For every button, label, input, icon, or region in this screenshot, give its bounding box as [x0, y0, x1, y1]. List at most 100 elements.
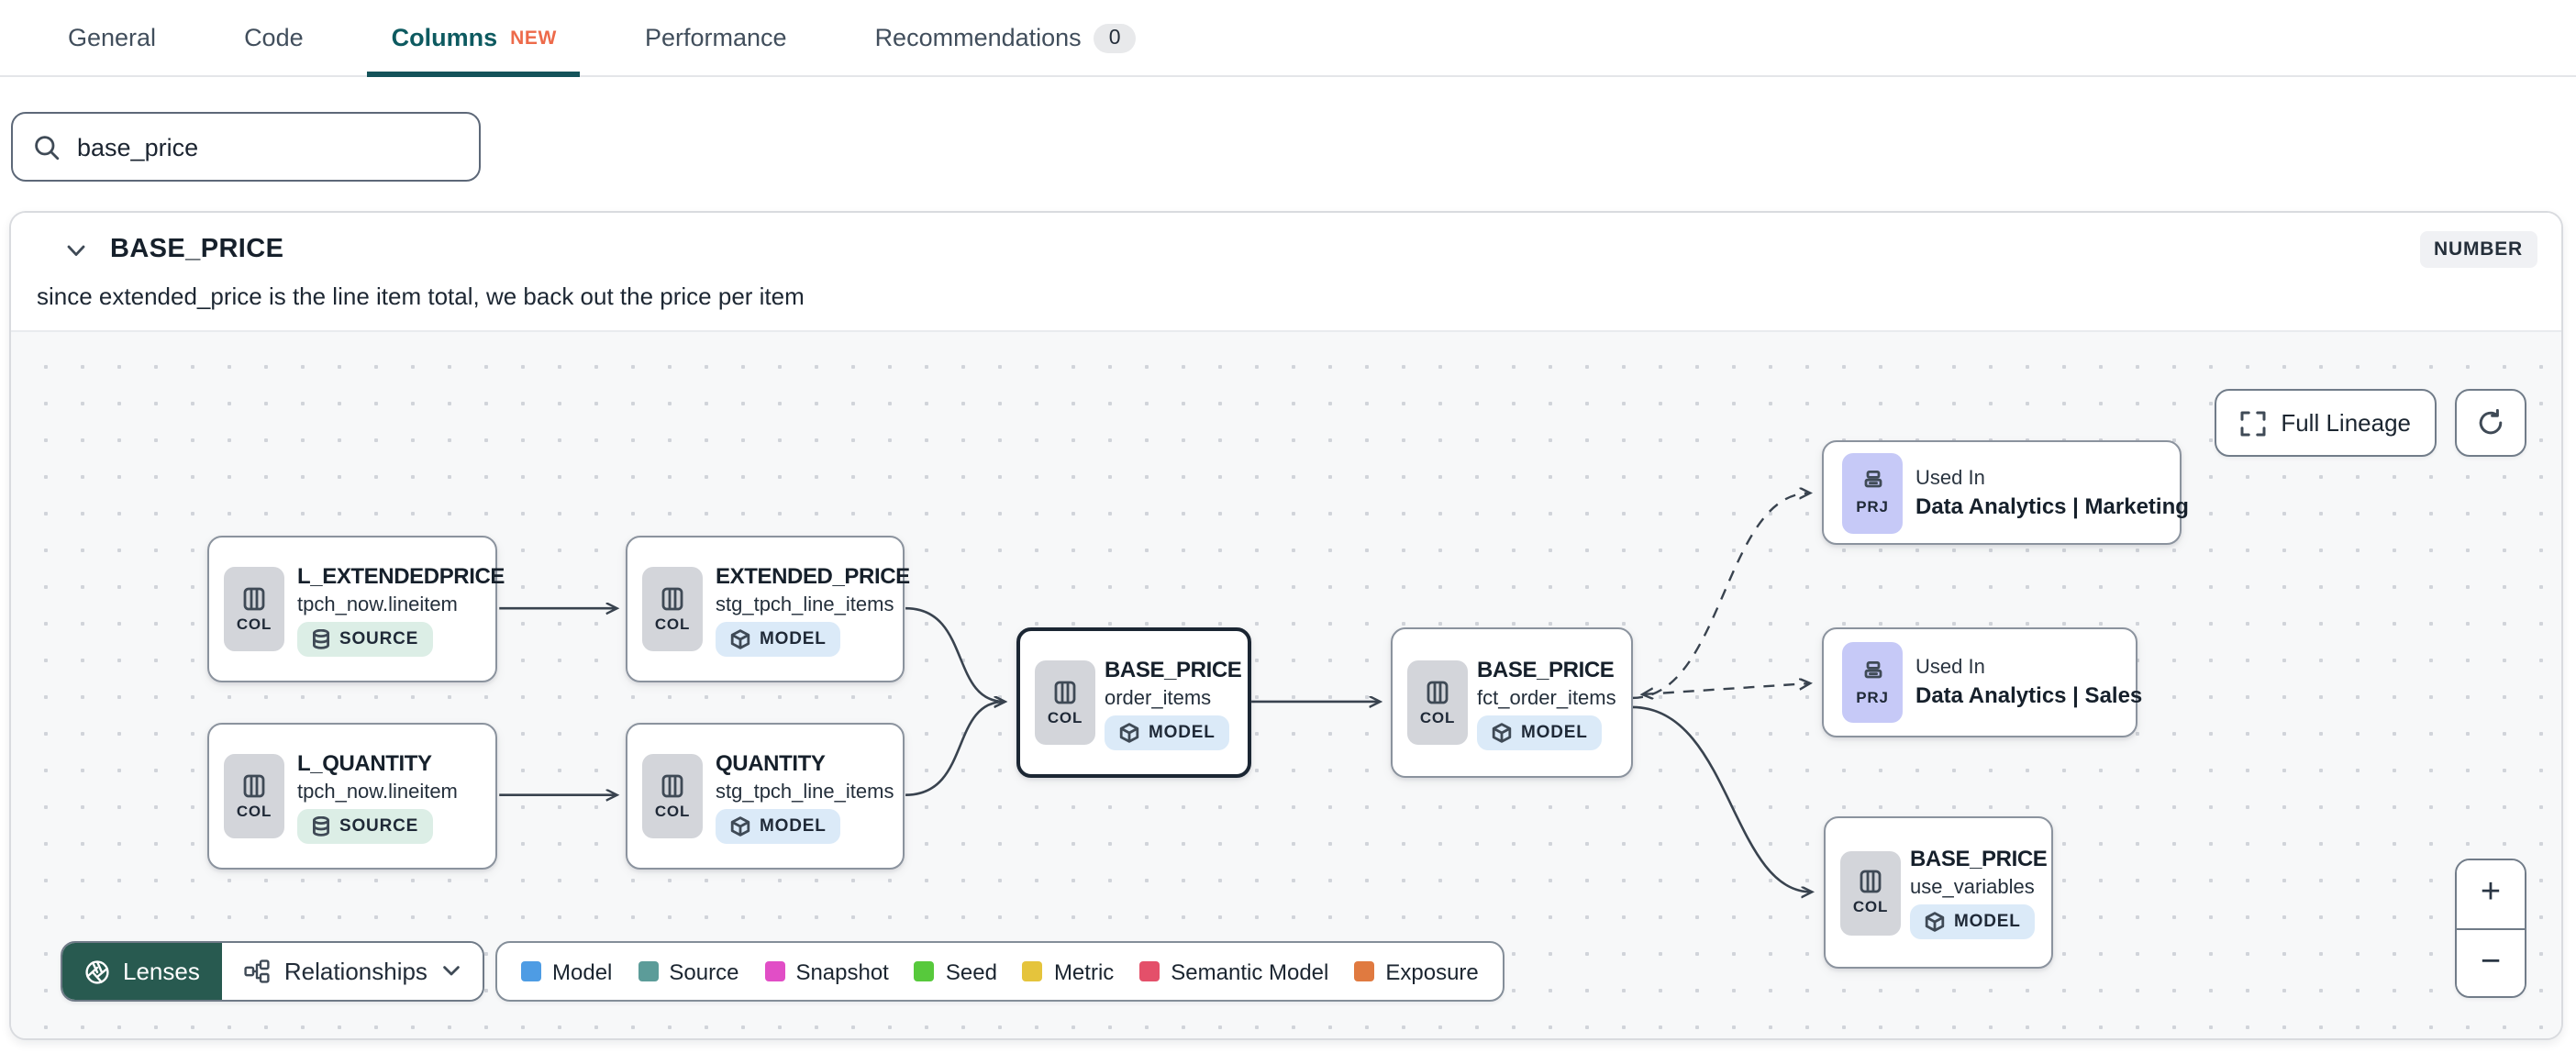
tab-performance[interactable]: Performance: [621, 0, 811, 75]
column-chip: COL: [642, 754, 703, 838]
lineage-node-used-in-sales[interactable]: PRJ Used In Data Analytics | Sales: [1822, 627, 2143, 737]
chip-label: PRJ: [1856, 687, 1889, 705]
model-badge: MODEL: [1477, 715, 1603, 749]
lineage-node-l-extendedprice[interactable]: COL L_EXTENDEDPRICE tpch_now.lineitem SO…: [207, 536, 505, 682]
chip-label: COL: [1047, 707, 1083, 726]
lineage-node-base-price-use-variables[interactable]: COL BASE_PRICE use_variables MODEL: [1824, 816, 2053, 969]
cube-icon: [730, 815, 750, 836]
chip-label: COL: [236, 614, 272, 632]
org-chart-icon: [244, 959, 270, 983]
node-subtitle: tpch_now.lineitem: [297, 781, 458, 803]
tab-label: Code: [244, 24, 304, 51]
node-subtitle: Data Analytics | Marketing: [1915, 493, 2189, 518]
legend-item-snapshot: Snapshot: [764, 959, 889, 984]
node-title: BASE_PRICE: [1910, 846, 2048, 871]
legend-swatch: [638, 961, 659, 981]
legend-label: Seed: [945, 959, 997, 984]
column-chip: COL: [642, 567, 703, 651]
zoom-in-button[interactable]: +: [2457, 860, 2525, 927]
lineage-node-base-price-order-items[interactable]: COL BASE_PRICE order_items MODEL: [1016, 627, 1251, 778]
tab-recommendations[interactable]: Recommendations 0: [851, 0, 1160, 75]
column-panel-header: BASE_PRICE NUMBER since extended_price i…: [11, 213, 2561, 330]
node-title: QUANTITY: [716, 749, 826, 775]
columns-icon: [1054, 680, 1076, 704]
node-subtitle: fct_order_items: [1477, 687, 1616, 709]
legend-item-semantic-model: Semantic Model: [1139, 959, 1328, 984]
legend-item-exposure: Exposure: [1354, 959, 1479, 984]
relationships-select[interactable]: Relationships: [221, 943, 483, 1000]
columns-icon: [243, 773, 265, 797]
column-type-badge: NUMBER: [2419, 231, 2537, 268]
source-badge: SOURCE: [297, 808, 434, 843]
chip-label: COL: [1852, 897, 1889, 915]
legend-label: Source: [669, 959, 739, 984]
count-badge: 0: [1094, 23, 1136, 52]
edge-fctorderitems-sales: [1643, 683, 1810, 694]
node-subtitle: tpch_now.lineitem: [297, 593, 458, 615]
column-search[interactable]: [11, 112, 481, 182]
refresh-button[interactable]: [2455, 389, 2526, 457]
chip-label: COL: [654, 614, 691, 632]
chip-label: COL: [654, 801, 691, 819]
node-title: Used In: [1915, 467, 1985, 489]
lineage-node-extended-price[interactable]: COL EXTENDED_PRICE stg_tpch_line_items M…: [626, 536, 910, 682]
lineage-node-base-price-fct-order-items[interactable]: COL BASE_PRICE fct_order_items MODEL: [1391, 627, 1633, 778]
zoom-out-button[interactable]: −: [2457, 927, 2525, 996]
column-chip: COL: [1840, 850, 1901, 935]
refresh-icon: [2479, 409, 2503, 435]
zoom-control: + −: [2455, 859, 2526, 998]
lenses-bar: Lenses Relationships: [61, 941, 484, 1002]
project-stack-icon: [1863, 660, 1882, 678]
columns-icon: [661, 586, 683, 610]
lineage-node-used-in-marketing[interactable]: PRJ Used In Data Analytics | Marketing: [1822, 440, 2189, 545]
search-input[interactable]: [77, 133, 459, 161]
node-title: L_QUANTITY: [297, 749, 432, 775]
badge-label: MODEL: [1954, 912, 2021, 932]
lineage-node-quantity[interactable]: COL QUANTITY stg_tpch_line_items MODEL: [626, 723, 905, 870]
badge-label: MODEL: [760, 628, 827, 648]
legend-item-model: Model: [521, 959, 612, 984]
legend-swatch: [521, 961, 541, 981]
chip-label: PRJ: [1856, 497, 1889, 515]
chevron-down-icon: [443, 966, 460, 976]
chevron-down-icon[interactable]: [66, 244, 86, 259]
chip-label: COL: [236, 801, 272, 819]
node-subtitle: Data Analytics | Sales: [1915, 682, 2143, 708]
badge-label: SOURCE: [339, 815, 419, 836]
legend-item-metric: Metric: [1022, 959, 1114, 984]
edge-fctorderitems-usevariables: [1632, 705, 1811, 892]
full-lineage-label: Full Lineage: [2281, 409, 2411, 437]
cube-icon: [1925, 912, 1945, 932]
column-chip: COL: [224, 754, 284, 838]
tab-columns[interactable]: Columns NEW: [367, 0, 582, 77]
database-icon: [313, 628, 329, 648]
lenses-label: Lenses: [123, 958, 200, 985]
lenses-button[interactable]: Lenses: [62, 943, 222, 1000]
tab-general[interactable]: General: [44, 0, 180, 75]
lineage-edges: [499, 332, 2561, 1040]
model-badge: MODEL: [1910, 904, 2036, 939]
edge-quantity-orderitems: [905, 702, 1005, 796]
legend-item-source: Source: [638, 959, 738, 984]
badge-label: MODEL: [1149, 722, 1216, 742]
tab-label: Performance: [644, 24, 787, 51]
legend-swatch: [1354, 961, 1375, 981]
model-badge: MODEL: [716, 808, 841, 843]
tab-code[interactable]: Code: [220, 0, 328, 75]
node-title: BASE_PRICE: [1477, 656, 1615, 682]
node-title: EXTENDED_PRICE: [716, 562, 910, 588]
legend-label: Semantic Model: [1171, 959, 1329, 984]
column-chip: COL: [224, 567, 284, 651]
project-chip: PRJ: [1842, 452, 1903, 533]
lineage-graph[interactable]: COL L_EXTENDEDPRICE tpch_now.lineitem SO…: [11, 330, 2561, 1040]
node-subtitle: stg_tpch_line_items: [716, 781, 894, 803]
lineage-node-l-quantity[interactable]: COL L_QUANTITY tpch_now.lineitem SOURCE: [207, 723, 497, 870]
source-badge: SOURCE: [297, 621, 434, 656]
full-lineage-button[interactable]: Full Lineage: [2215, 389, 2437, 457]
column-panel: BASE_PRICE NUMBER since extended_price i…: [9, 211, 2563, 1040]
cube-icon: [730, 628, 750, 648]
node-title: Used In: [1915, 657, 1985, 679]
columns-icon: [661, 773, 683, 797]
cube-icon: [1492, 722, 1512, 742]
